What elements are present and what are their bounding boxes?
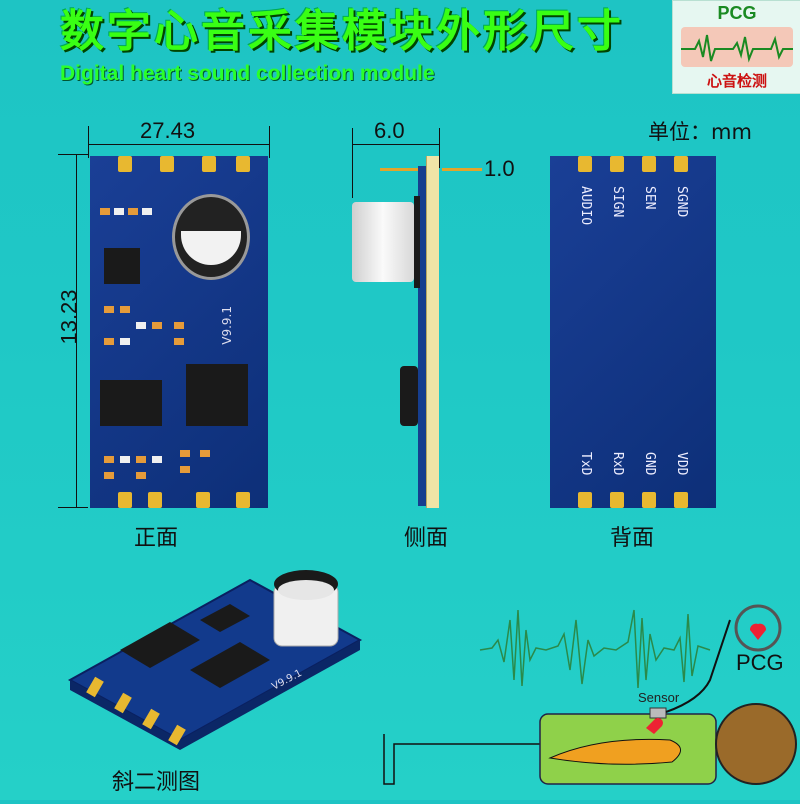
front-board: V9.9.1 — [90, 156, 268, 508]
pcg-diagram-label: PCG — [736, 650, 784, 675]
back-pin-top-4: SGND — [674, 186, 689, 218]
back-pin-bottom-2: RxD — [610, 452, 625, 476]
back-pin-bottom-4: VDD — [674, 452, 689, 476]
front-chip-2 — [100, 380, 162, 426]
logo-top-text: PCG — [717, 3, 757, 23]
oblique-caption: 斜二测图 — [112, 770, 201, 795]
heart-icon — [646, 718, 663, 734]
board-thickness-value: 1.0 — [484, 156, 515, 181]
back-caption: 背面 — [610, 526, 655, 551]
back-board: AUDIO SIGN SEN SGND TxD RxD GND VDD — [550, 156, 716, 508]
front-width-dimension: 27.43 — [88, 118, 270, 158]
oblique-board-icon: V9.9.1 — [67, 570, 363, 750]
back-pin-bottom-3: GND — [642, 452, 657, 476]
front-height-dimension: 13.23 — [48, 154, 88, 508]
board-thickness-dimension: 1.0 — [380, 156, 520, 182]
page-subtitle: Digital heart sound collection module — [60, 62, 435, 85]
side-caption: 侧面 — [404, 526, 449, 551]
capacitor-icon — [172, 194, 250, 280]
page-title: 数字心音采集模块外形尺寸 — [60, 6, 624, 57]
oblique-module-image: V9.9.1 — [60, 560, 380, 760]
back-pin-top-1: AUDIO — [578, 186, 593, 226]
front-chip-1 — [104, 248, 140, 284]
front-caption: 正面 — [134, 526, 179, 551]
heartbeat-wave-icon — [681, 34, 793, 63]
front-chip-3 — [186, 364, 248, 426]
side-width-value: 6.0 — [374, 118, 405, 143]
back-pin-bottom-1: TxD — [578, 452, 593, 476]
sensor-label: Sensor — [638, 690, 680, 705]
pcg-logo: PCG 心音检测 — [672, 0, 800, 94]
heartbeat-band — [681, 27, 793, 67]
pcg-sensor-diagram: Sensor PCG — [380, 590, 800, 800]
side-width-dimension: 6.0 — [352, 118, 440, 198]
front-height-value: 13.23 — [56, 289, 82, 345]
back-pin-top-2: SIGN — [610, 186, 625, 218]
headphone-heart-icon — [749, 623, 767, 640]
unit-label: 单位：mm — [648, 120, 752, 144]
logo-bottom-text: 心音检测 — [706, 72, 767, 90]
side-capacitor-icon — [352, 202, 414, 282]
back-pin-top-3: SEN — [642, 186, 657, 210]
front-width-value: 27.43 — [140, 118, 196, 143]
side-board — [352, 156, 442, 508]
heart-sound-waveform-icon — [383, 604, 797, 785]
front-version-label: V9.9.1 — [220, 306, 234, 345]
